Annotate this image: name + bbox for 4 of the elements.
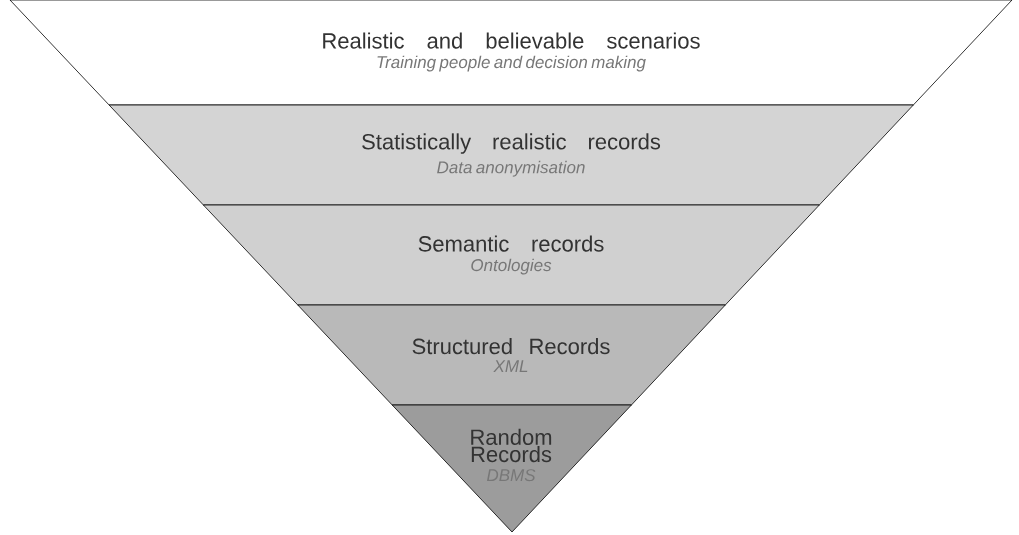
pyramid-band: Structured Records XML [297,304,726,406]
pyramid-band: Statistically realistic records Data anonymisation [108,104,914,206]
pyramid-band: Semantic records Ontologies [203,204,820,306]
pyramid-band: Realistic and believable scenarios Training people and decision making [9,0,1013,106]
